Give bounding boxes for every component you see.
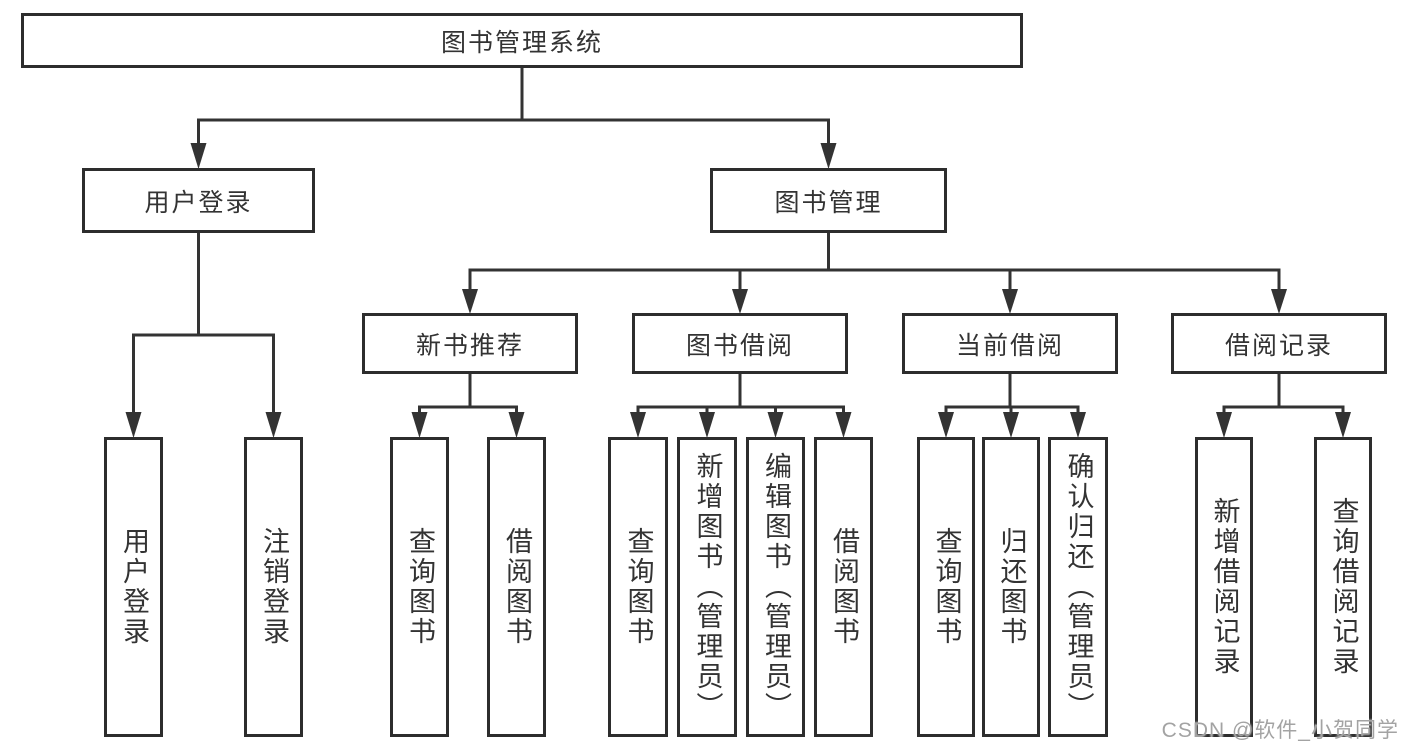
node-label: 查询图书	[405, 527, 435, 647]
leaf-query-books-current: 查询图书	[917, 437, 975, 737]
connector-book-borrow-to-leaves	[636, 374, 845, 414]
node-label: 查询借阅记录	[1328, 497, 1359, 677]
node-label: 借阅图书	[502, 527, 532, 647]
leaf-logout: 注销登录	[244, 437, 303, 737]
node-book-borrow: 图书借阅	[632, 313, 848, 374]
node-label: 查询图书	[931, 527, 962, 647]
connector-current-borrow-to-leaves	[944, 374, 1080, 414]
arrowheads	[125, 143, 1351, 438]
connector-new-book-recommend-to-leaves	[418, 374, 518, 414]
node-label: 归还图书	[996, 527, 1027, 647]
leaf-borrow-books-recommend: 借阅图书	[487, 437, 546, 737]
leaf-return-book: 归还图书	[982, 437, 1040, 737]
leaf-query-books-borrow: 查询图书	[608, 437, 668, 737]
node-library-management-system: 图书管理系统	[21, 13, 1023, 68]
leaf-query-books-recommend: 查询图书	[390, 437, 449, 737]
node-label: 图书管理系统	[440, 28, 603, 57]
leaf-borrow-books: 借阅图书	[814, 437, 873, 737]
node-label: 借阅记录	[1224, 331, 1333, 360]
connector-book-management-to-level3	[468, 233, 1281, 290]
csdn-watermark: CSDN @软件_小贺同学	[1161, 719, 1399, 742]
leaf-edit-book-admin: 编辑图书（管理员）	[746, 437, 805, 737]
node-label: 查询图书	[623, 527, 654, 647]
node-label: 确认归还（管理员）	[1063, 452, 1094, 722]
leaf-add-book-admin: 新增图书（管理员）	[677, 437, 737, 737]
node-label: 新增图书（管理员）	[692, 452, 723, 722]
node-current-borrow: 当前借阅	[902, 313, 1118, 374]
node-new-book-recommend: 新书推荐	[362, 313, 578, 374]
leaf-confirm-return-admin: 确认归还（管理员）	[1048, 437, 1108, 737]
node-label: 编辑图书（管理员）	[761, 452, 791, 722]
node-label: 借阅图书	[829, 527, 859, 647]
node-borrow-records: 借阅记录	[1171, 313, 1387, 374]
node-label: 新增借阅记录	[1209, 497, 1240, 677]
leaf-query-borrow-record: 查询借阅记录	[1314, 437, 1372, 737]
node-label: 注销登录	[259, 527, 289, 647]
node-label: 新书推荐	[415, 331, 524, 360]
connector-borrow-records-to-leaves	[1222, 374, 1345, 414]
connector-user-login-to-leaves	[132, 233, 275, 414]
leaf-user-login: 用户登录	[104, 437, 163, 737]
node-label: 用户登录	[144, 188, 253, 217]
node-label: 图书借阅	[685, 331, 794, 360]
node-label: 当前借阅	[955, 331, 1064, 360]
node-label: 用户登录	[119, 527, 149, 647]
node-user-login: 用户登录	[82, 168, 315, 233]
connector-root-to-level2	[197, 68, 830, 144]
leaf-add-borrow-record: 新增借阅记录	[1195, 437, 1253, 737]
node-book-management: 图书管理	[710, 168, 947, 233]
node-label: 图书管理	[774, 188, 883, 217]
